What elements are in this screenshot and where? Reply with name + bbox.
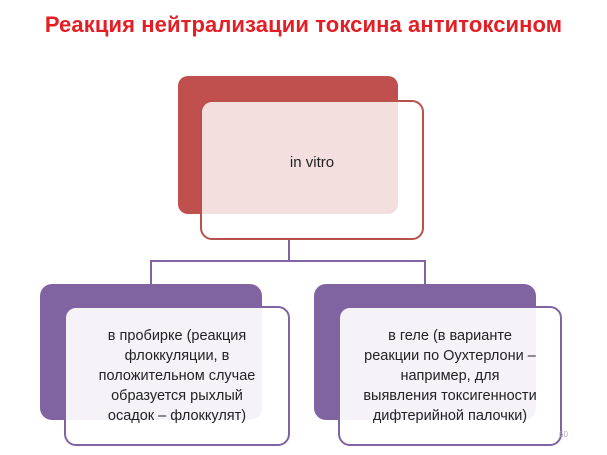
right-node-label: в геле (в варианте реакции по Оухтерлони… [363, 328, 537, 424]
page-number: 60 [559, 430, 568, 439]
root-node: in vitro [200, 100, 424, 240]
left-node-label: в пробирке (реакция флоккуляции, в полож… [98, 328, 256, 424]
right-node: в геле (в варианте реакции по Оухтерлони… [338, 306, 562, 446]
slide-title: Реакция нейтрализации токсина антитоксин… [44, 12, 563, 37]
left-node: в пробирке (реакция флоккуляции, в полож… [64, 306, 290, 446]
root-node-label: in vitro [289, 153, 335, 171]
